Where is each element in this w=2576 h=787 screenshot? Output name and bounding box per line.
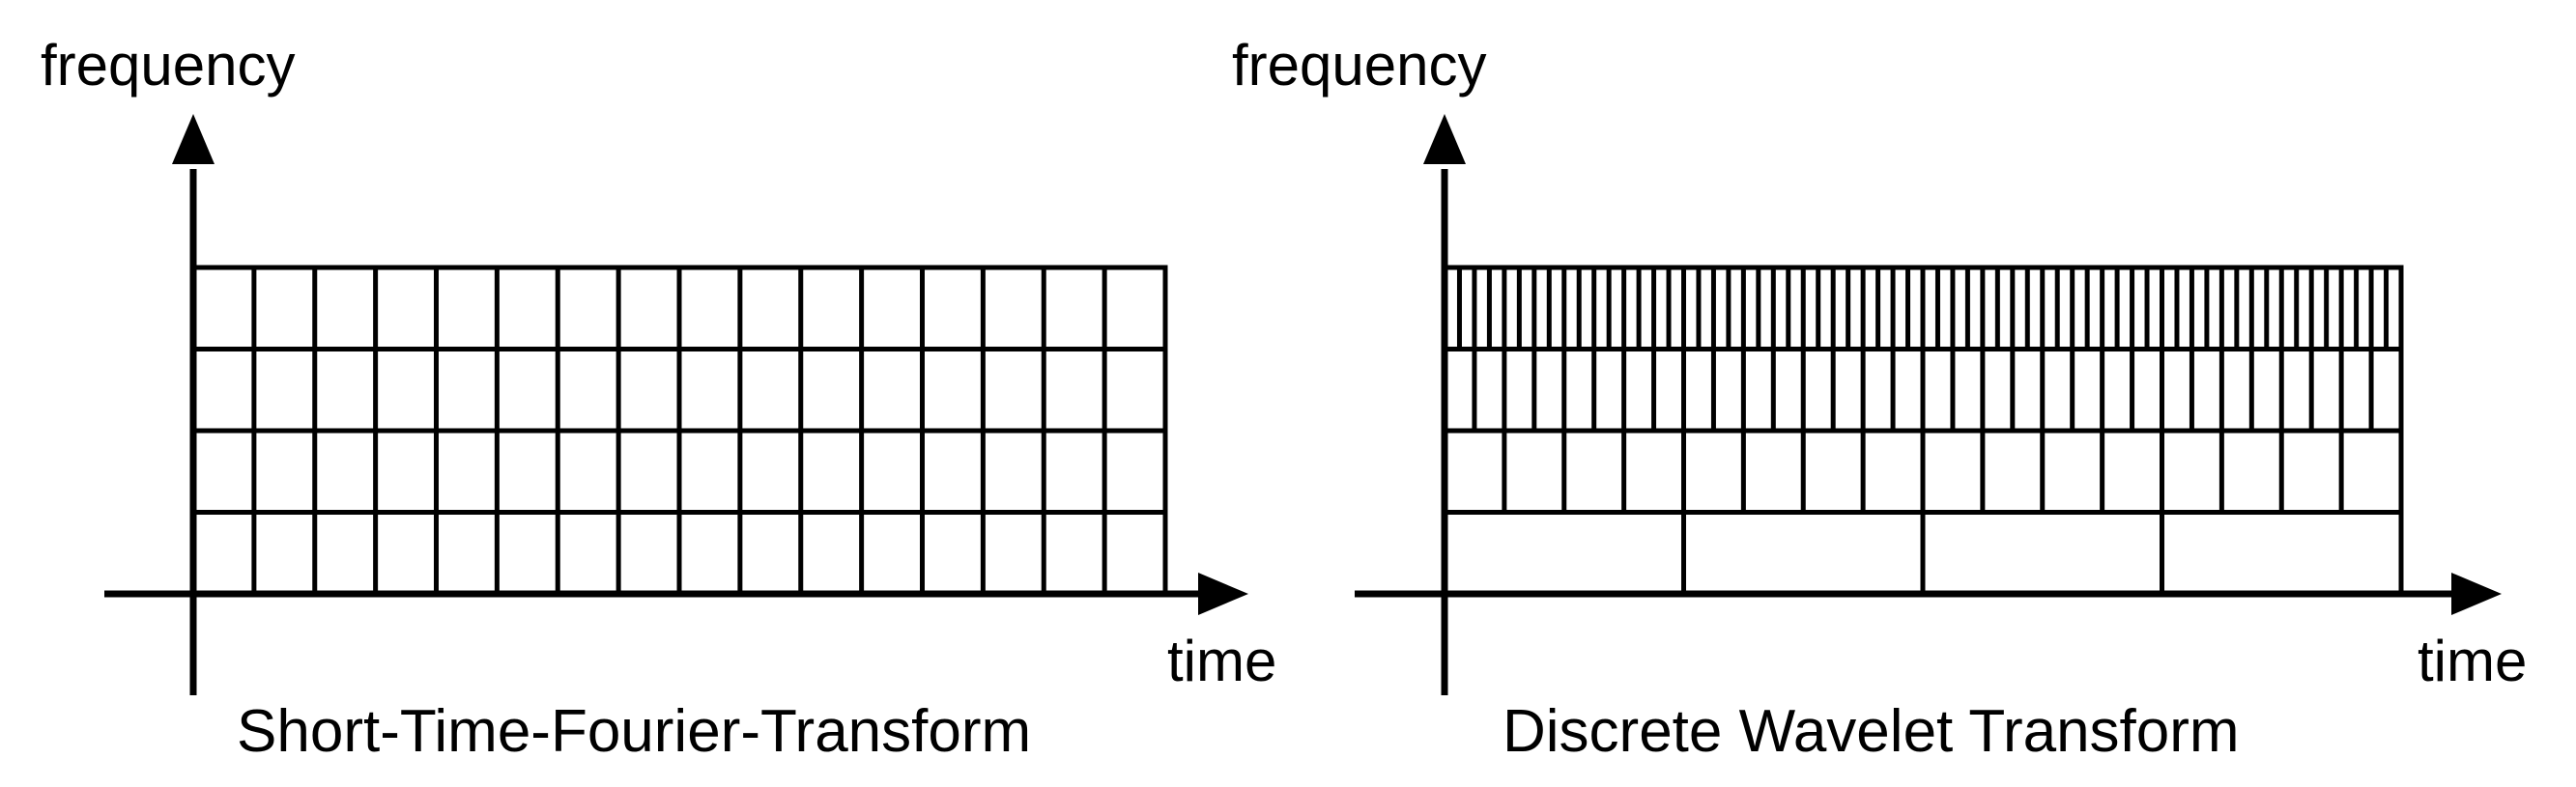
dwt-time-label: time xyxy=(2418,629,2527,693)
stft-caption: Short-Time-Fourier-Transform xyxy=(237,698,1031,765)
dwt-time-arrow-icon xyxy=(2451,573,2502,615)
dwt-frequency-arrow-icon xyxy=(1423,114,1466,164)
stft-tiling-grid xyxy=(193,267,1165,594)
dwt-tiling-grid xyxy=(1445,267,2401,594)
stft-time-label: time xyxy=(1167,629,1276,693)
stft-frequency-label: frequency xyxy=(41,33,296,98)
dwt-panel: frequency time Discrete Wavelet Transfor… xyxy=(1232,33,2527,765)
dwt-caption: Discrete Wavelet Transform xyxy=(1503,698,2240,765)
stft-panel: frequency time Short-Time-Fourier-Transf… xyxy=(41,33,1276,765)
stft-time-arrow-icon xyxy=(1198,573,1248,615)
dwt-frequency-label: frequency xyxy=(1232,33,1487,98)
stft-frequency-arrow-icon xyxy=(172,114,215,164)
